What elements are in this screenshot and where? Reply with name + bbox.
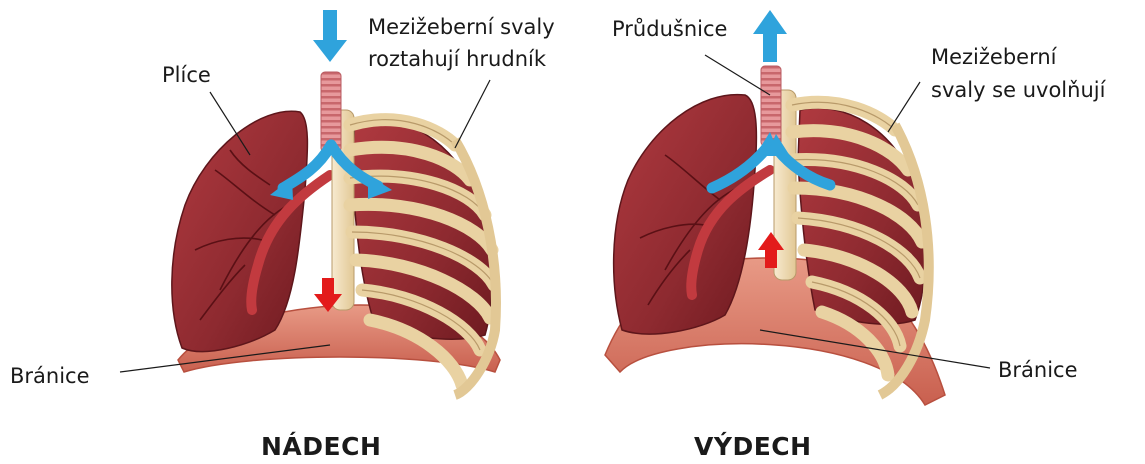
air-out-arrow: [753, 10, 787, 62]
label-inhale-muscles-line2: roztahují hrudník: [368, 47, 546, 72]
title-exhale: VÝDECH: [694, 432, 812, 461]
trachea-exhale: [761, 66, 781, 146]
air-in-arrow: [313, 10, 347, 62]
label-exhale-muscles-line1: Mezižeberní: [931, 45, 1057, 70]
title-inhale: NÁDECH: [261, 432, 381, 461]
label-exhale-muscles-line2: svaly se uvolňují: [931, 78, 1105, 103]
label-trachea: Průdušnice: [612, 17, 727, 42]
label-inhale-muscles-line1: Mezižeberní svaly: [368, 15, 555, 40]
label-exhale-diaphragm: Bránice: [998, 358, 1078, 383]
label-inhale-diaphragm: Bránice: [10, 364, 90, 389]
exhale-illustration: [605, 10, 945, 405]
label-lungs: Plíce: [162, 63, 211, 88]
